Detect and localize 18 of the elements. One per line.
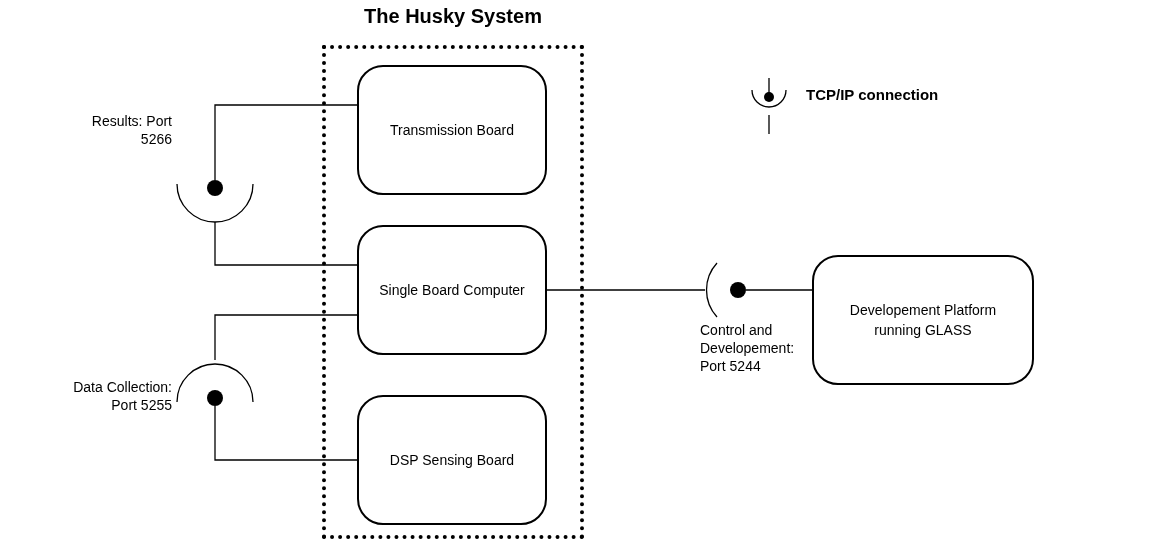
component-box: DSP Sensing Board (357, 395, 547, 525)
connector-line (214, 221, 358, 266)
connector-line (214, 405, 358, 461)
connector-line (745, 289, 813, 291)
ball-and-socket-icon (176, 360, 254, 406)
port-label: Control and Developement: Port 5244 (700, 321, 796, 375)
system-title: The Husky System (363, 5, 543, 28)
port-label: Results: Port 5266 (90, 112, 172, 148)
component-box: Transmission Board (357, 65, 547, 195)
port-label: Data Collection: Port 5255 (72, 378, 172, 414)
component-box: Developement Platform running GLASS (812, 255, 1034, 385)
component-box: Single Board Computer (357, 225, 547, 355)
ball-and-socket-icon (705, 262, 746, 318)
ball-and-socket-icon (176, 180, 254, 222)
legend-label: TCP/IP connection (806, 86, 939, 104)
connector-line (214, 104, 358, 181)
connector-line (546, 289, 706, 291)
connector-line (214, 314, 358, 361)
